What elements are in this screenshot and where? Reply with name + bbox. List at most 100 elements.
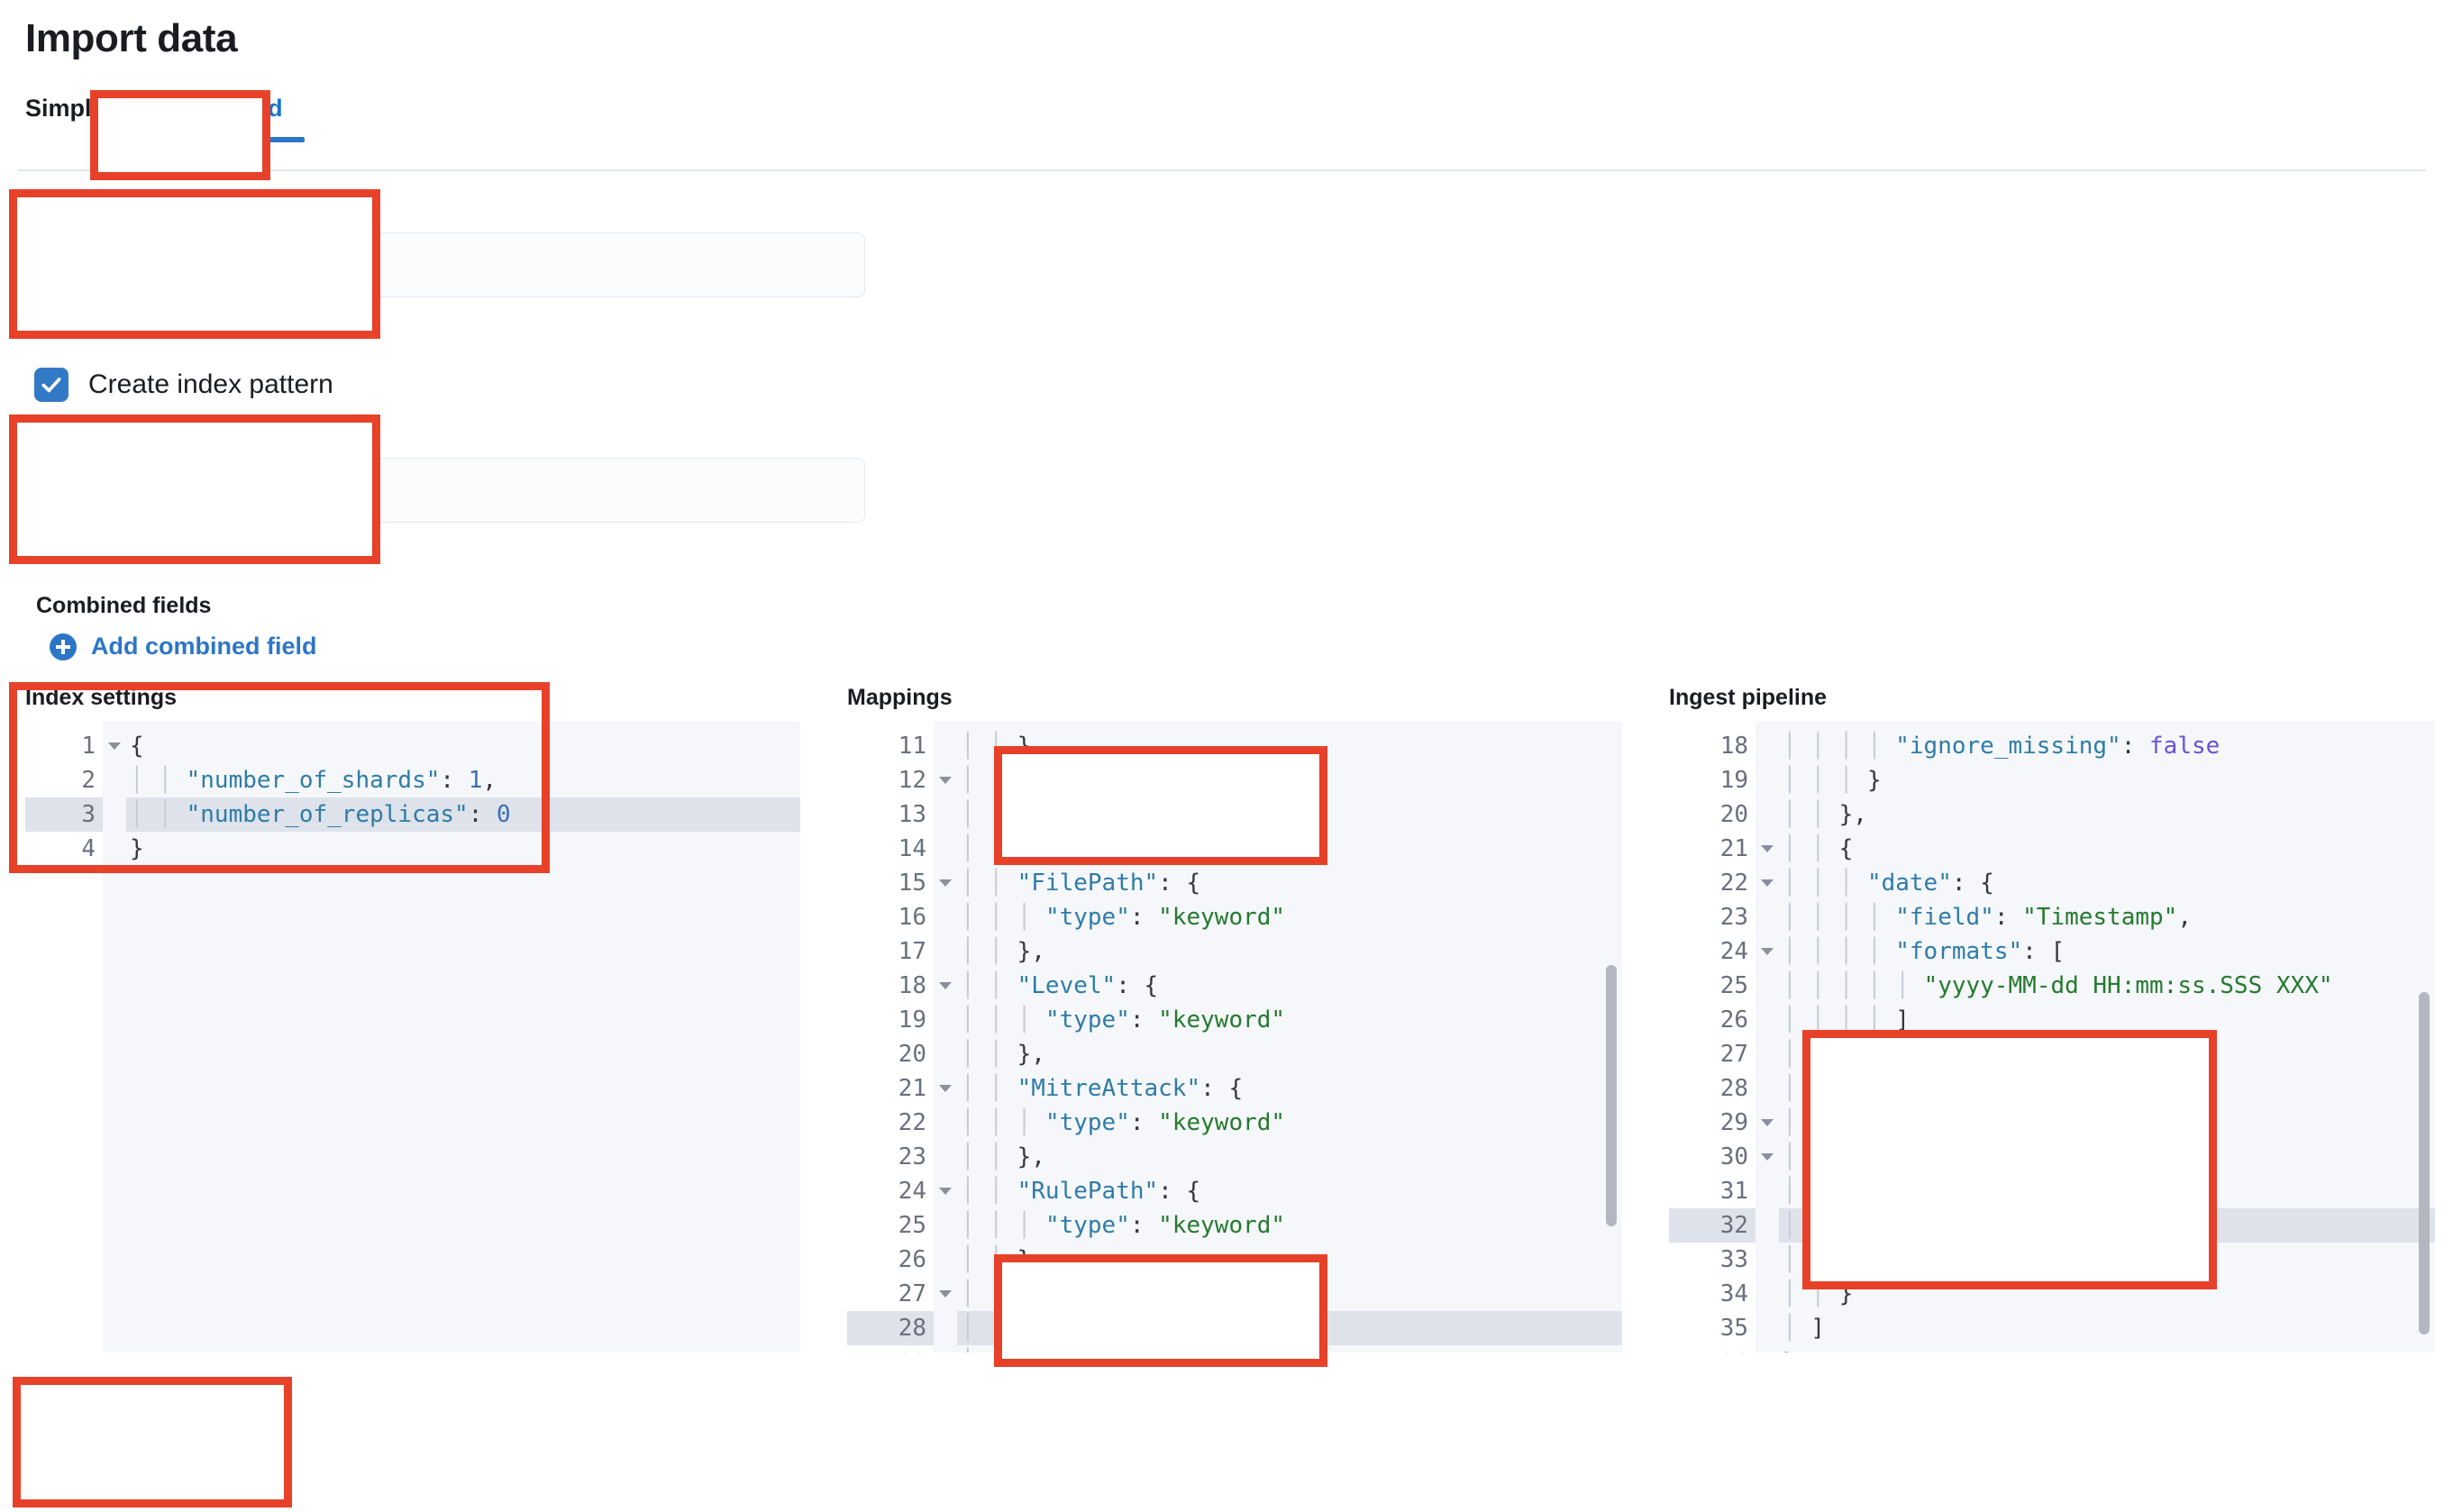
code-line: │ │ │ "type": "keyword" xyxy=(961,1006,1286,1034)
line-number: 29 xyxy=(847,1345,934,1353)
code-line: │ │ { xyxy=(1783,835,1854,862)
fold-arrow-icon[interactable] xyxy=(1761,948,1774,955)
code-line: │ │ }, xyxy=(957,1345,1622,1353)
line-number: 13 xyxy=(898,801,926,828)
fold-arrow-icon[interactable] xyxy=(1761,1119,1774,1126)
code-line: │ │ }, xyxy=(961,1246,1045,1273)
line-number: 4 xyxy=(81,835,96,862)
line-number: 24 xyxy=(847,1174,952,1208)
line-number: 27 xyxy=(1719,1041,1748,1068)
line-number: 26 xyxy=(1719,1006,1748,1034)
code-line: │ │ "RulePath": { xyxy=(961,1178,1201,1205)
code-line: } xyxy=(130,835,144,862)
code-line: │ │ │ "remove": { xyxy=(1783,1143,2023,1170)
fold-arrow-icon[interactable] xyxy=(939,982,952,989)
line-number: 34 xyxy=(1719,1280,1748,1307)
fold-arrow-icon[interactable] xyxy=(939,879,952,887)
code-line: │ │ "number_of_replicas": 0 xyxy=(126,797,800,832)
code-line: │ │ │ │ "ignore_missing": false xyxy=(1783,733,2221,760)
code-line: │ │ "EventID": { xyxy=(961,767,1187,794)
line-number: 23 xyxy=(898,1143,926,1170)
code-line: │ │ │ } xyxy=(1783,767,1882,794)
line-number: 24 xyxy=(1669,934,1774,969)
line-number: 2 xyxy=(81,767,96,794)
line-number: 22 xyxy=(1669,866,1774,900)
code-line: │ │ "FilePath": { xyxy=(961,870,1201,897)
fold-arrow-icon[interactable] xyxy=(939,777,952,784)
code-line: │ │ │ } xyxy=(1783,1246,1882,1273)
mappings-title: Mappings xyxy=(847,685,953,710)
line-number: 18 xyxy=(847,969,952,1003)
tab-advanced[interactable]: Advanced xyxy=(136,95,314,142)
ingest-pipeline-gutter: 18192021222324252627282930313233343536 xyxy=(1669,722,1774,1353)
code-line: │ │ │ "type": "keyword" xyxy=(957,1311,1622,1345)
code-line: │ │ }, xyxy=(961,733,1045,760)
line-number: 16 xyxy=(898,904,926,931)
ingest-pipeline-scrollbar[interactable] xyxy=(2419,992,2430,1334)
code-line: } xyxy=(1779,1345,2435,1353)
line-number: 29 xyxy=(1669,1106,1774,1140)
code-line: │ │ │ "type": "keyword" xyxy=(961,1109,1286,1136)
code-line: │ │ }, xyxy=(1783,1075,1867,1102)
import-button[interactable]: Import xyxy=(38,1398,270,1487)
fold-arrow-icon[interactable] xyxy=(1761,1153,1774,1161)
code-line: │ │ │ "type": "keyword" xyxy=(961,801,1286,828)
code-line: │ │ │ │ │ "yyyy-MM-dd HH:mm:ss.SSS XXX" xyxy=(1783,972,2333,999)
index-name-input[interactable] xyxy=(27,232,865,297)
index-name-label: Index name xyxy=(25,196,150,222)
line-number: 28 xyxy=(847,1311,934,1345)
tab-simple[interactable]: Simple xyxy=(25,95,105,122)
fold-arrow-icon[interactable] xyxy=(108,742,121,750)
line-number: 18 xyxy=(1719,733,1748,760)
combined-fields-label: Combined fields xyxy=(36,593,212,618)
add-combined-field-label: Add combined field xyxy=(91,633,317,660)
fold-arrow-icon[interactable] xyxy=(939,1085,952,1092)
line-number: 17 xyxy=(898,938,926,965)
line-number: 22 xyxy=(898,1109,926,1136)
ingest-pipeline-title: Ingest pipeline xyxy=(1669,685,1828,710)
line-number: 28 xyxy=(1719,1075,1748,1102)
index-settings-title: Index settings xyxy=(25,685,178,710)
code-line: │ │ │ │ "formats": [ xyxy=(1783,938,2066,965)
fold-arrow-icon[interactable] xyxy=(1761,845,1774,852)
code-line: │ │ "RuleTitle": { xyxy=(961,1280,1215,1307)
mappings-code[interactable]: │ │ }, │ │ "EventID": { │ │ │ "type": "key… xyxy=(957,722,1622,1353)
create-index-pattern-label: Create index pattern xyxy=(88,369,333,399)
line-number: 11 xyxy=(898,733,926,760)
code-line: │ │ }, xyxy=(1783,801,1867,828)
code-line: │ │ "number_of_shards": 1, xyxy=(130,767,497,794)
mappings-editor[interactable]: 11121314151617181920212223242526272829 │… xyxy=(847,722,1622,1353)
mappings-scrollbar[interactable] xyxy=(1606,965,1617,1226)
line-number: 31 xyxy=(1719,1178,1748,1205)
line-number: 14 xyxy=(898,835,926,862)
tab-bar: Simple Advanced xyxy=(25,95,314,142)
fold-arrow-icon[interactable] xyxy=(939,1188,952,1195)
ingest-pipeline-editor[interactable]: 18192021222324252627282930313233343536 │… xyxy=(1669,722,2435,1353)
line-number: 3 xyxy=(25,797,103,832)
code-line: │ │ "Level": { xyxy=(961,972,1159,999)
line-number: 23 xyxy=(1719,904,1748,931)
line-number: 19 xyxy=(898,1006,926,1034)
code-line: │ │ │ "type": "keyword" xyxy=(961,1212,1286,1239)
code-line: │ │ }, xyxy=(961,835,1045,862)
code-line: │ │ │ │ "field": "Timestamp", xyxy=(1783,904,2192,931)
line-number: 36 xyxy=(1669,1345,1755,1353)
fold-arrow-icon[interactable] xyxy=(939,1290,952,1298)
line-number: 32 xyxy=(1669,1208,1755,1243)
index-settings-code[interactable]: {│ │ "number_of_shards": 1,│ │ "number_o… xyxy=(126,722,800,1353)
code-line: │ │ │ "type": "keyword" xyxy=(961,904,1286,931)
fold-arrow-icon[interactable] xyxy=(1761,879,1774,887)
code-line: │ │ }, xyxy=(961,1041,1045,1068)
line-number: 20 xyxy=(1719,801,1748,828)
ingest-pipeline-code[interactable]: │ │ │ │ "ignore_missing": false │ │ │ } │ … xyxy=(1779,722,2435,1353)
check-icon xyxy=(41,378,61,393)
create-index-pattern-checkbox[interactable] xyxy=(34,368,68,402)
page-title: Import data xyxy=(25,16,238,60)
create-index-pattern-row[interactable]: Create index pattern xyxy=(34,368,333,402)
add-combined-field-button[interactable]: Add combined field xyxy=(50,633,317,660)
index-pattern-name-input[interactable] xyxy=(27,458,865,523)
